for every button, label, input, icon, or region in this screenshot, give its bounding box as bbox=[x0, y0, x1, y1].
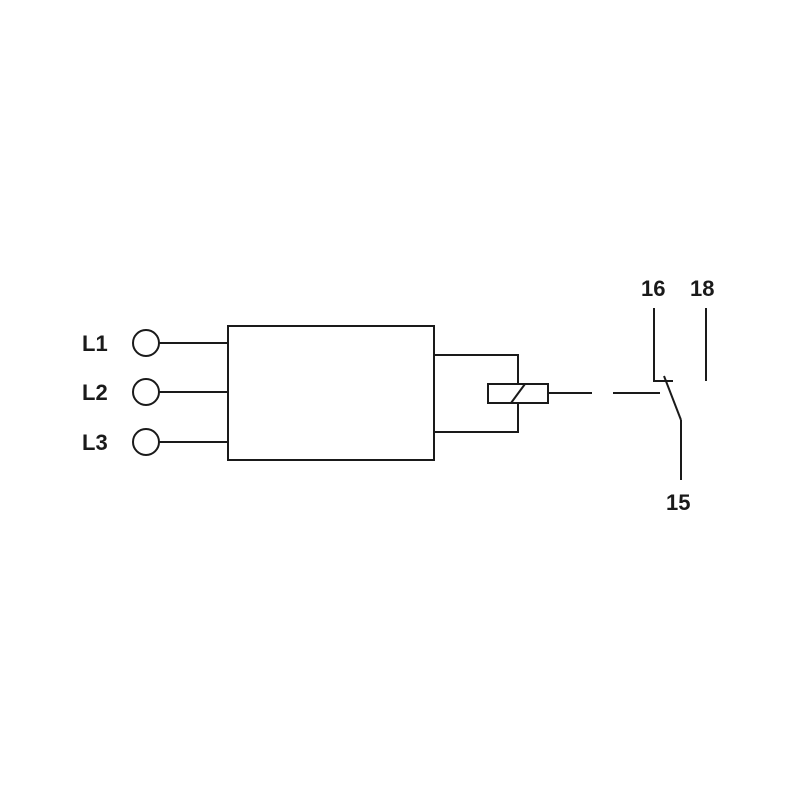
contact-label-nc: 16 bbox=[641, 276, 665, 301]
input-label-l2: L2 bbox=[82, 380, 108, 405]
coil-diagonal-mark bbox=[510, 383, 526, 404]
input-label-l1: L1 bbox=[82, 331, 108, 356]
terminal-l2 bbox=[132, 378, 160, 406]
input-l3: L3 bbox=[82, 428, 228, 456]
module-body bbox=[227, 325, 435, 461]
contact-label-common: 15 bbox=[666, 490, 690, 515]
terminal-l3 bbox=[132, 428, 160, 456]
input-label-l3: L3 bbox=[82, 430, 108, 455]
contact-nc-lead bbox=[653, 308, 673, 382]
contact-switch-blade bbox=[663, 375, 682, 421]
terminal-l1 bbox=[132, 329, 160, 357]
input-l1: L1 bbox=[82, 329, 228, 357]
contact-label-no: 18 bbox=[690, 276, 714, 301]
input-l2: L2 bbox=[82, 378, 228, 406]
